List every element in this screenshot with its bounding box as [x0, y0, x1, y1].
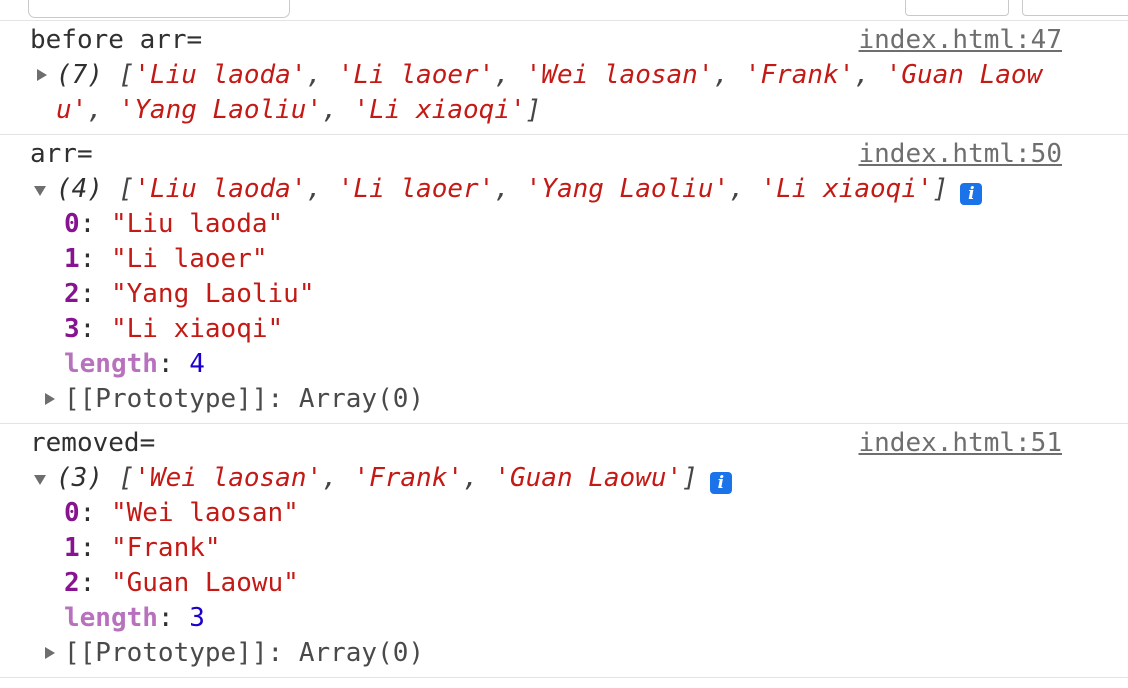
preview-items: ['Wei laosan', 'Frank', 'Guan Laowu'] — [118, 463, 698, 493]
preview-items: ['Liu laoda', 'Li laoer', 'Yang Laoliu',… — [118, 174, 949, 204]
length-value: 3 — [189, 603, 205, 633]
source-link[interactable]: index.html:50 — [858, 139, 1063, 169]
property-key: 3 — [64, 314, 111, 344]
property-key: 0 — [64, 498, 111, 528]
collapse-triangle-icon[interactable] — [30, 461, 56, 496]
property-value: Guan Laowu — [111, 568, 299, 598]
log-label: arr= — [30, 139, 93, 169]
prototype-label: [[Prototype]] — [64, 384, 299, 414]
property-row: 0Wei laosan — [64, 496, 1062, 531]
length-value: 4 — [189, 349, 205, 379]
array-preview[interactable]: (3) ['Wei laosan', 'Frank', 'Guan Laowu']… — [56, 461, 732, 496]
console-message-row: removed= index.html:51 (3) ['Wei laosan',… — [0, 424, 1128, 678]
length-row: length4 — [64, 347, 1062, 382]
property-row: 2Guan Laowu — [64, 566, 1062, 601]
property-value: Frank — [111, 533, 221, 563]
expanded-properties: 0Wei laosan 1Frank 2Guan Laowu length3 [… — [45, 496, 1062, 671]
property-row: 0Liu laoda — [64, 207, 1062, 242]
prototype-value: Array(0) — [298, 638, 425, 668]
property-key: 1 — [64, 244, 111, 274]
array-count: (7) — [56, 60, 103, 90]
prototype-row[interactable]: [[Prototype]]Array(0) — [38, 636, 1062, 671]
property-row: 2Yang Laoliu — [64, 277, 1062, 312]
expand-triangle-icon[interactable] — [38, 382, 64, 417]
prototype-label: [[Prototype]] — [64, 638, 299, 668]
array-count: (4) — [56, 174, 103, 204]
expanded-properties: 0Liu laoda 1Li laoer 2Yang Laoliu 3Li xi… — [45, 207, 1062, 417]
filter-input[interactable] — [28, 0, 290, 18]
log-label: before arr= — [30, 25, 203, 55]
property-row: 3Li xiaoqi — [64, 312, 1062, 347]
length-key: length — [64, 349, 189, 379]
prototype-value: Array(0) — [298, 384, 425, 414]
property-key: 2 — [64, 568, 111, 598]
property-value: Li xiaoqi — [111, 314, 283, 344]
length-key: length — [64, 603, 189, 633]
property-row: 1Li laoer — [64, 242, 1062, 277]
toolbar-levels-dropdown[interactable] — [905, 0, 1009, 16]
source-link[interactable]: index.html:47 — [858, 25, 1063, 55]
source-link[interactable]: index.html:51 — [858, 428, 1063, 458]
property-value: Wei laosan — [111, 498, 299, 528]
collapse-triangle-icon[interactable] — [30, 172, 56, 207]
toolbar-settings-control[interactable] — [1022, 0, 1128, 16]
length-row: length3 — [64, 601, 1062, 636]
expand-triangle-icon[interactable] — [30, 58, 56, 93]
info-icon: i — [709, 472, 732, 494]
console-message-row: before arr= index.html:47 (7)['Liu laoda… — [0, 21, 1128, 135]
property-value: Yang Laoliu — [111, 279, 315, 309]
expand-triangle-icon[interactable] — [38, 636, 64, 671]
property-key: 0 — [64, 209, 111, 239]
array-preview[interactable]: (4) ['Liu laoda', 'Li laoer', 'Yang Laoli… — [56, 172, 983, 207]
array-preview[interactable]: (7)['Liu laoda', 'Li laoer', 'Wei laosan… — [56, 58, 1048, 128]
property-value: Liu laoda — [111, 209, 283, 239]
property-row: 1Frank — [64, 531, 1062, 566]
property-value: Li laoer — [111, 244, 268, 274]
array-count: (3) — [56, 463, 103, 493]
console-message-row: arr= index.html:50 (4) ['Liu laoda', 'Li … — [0, 135, 1128, 424]
property-key: 1 — [64, 533, 111, 563]
console-toolbar — [0, 0, 1128, 21]
prototype-row[interactable]: [[Prototype]]Array(0) — [38, 382, 1062, 417]
log-label: removed= — [30, 428, 156, 458]
info-icon: i — [960, 183, 983, 205]
property-key: 2 — [64, 279, 111, 309]
preview-items: ['Liu laoda', 'Li laoer', 'Wei laosan', … — [56, 60, 1043, 125]
